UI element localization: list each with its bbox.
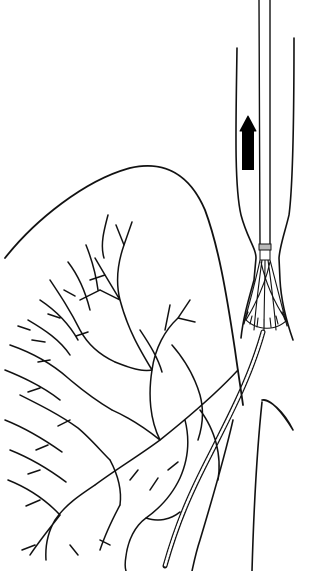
catheter-sheath-band	[259, 244, 271, 250]
catheter-sheath-body	[260, 250, 270, 260]
